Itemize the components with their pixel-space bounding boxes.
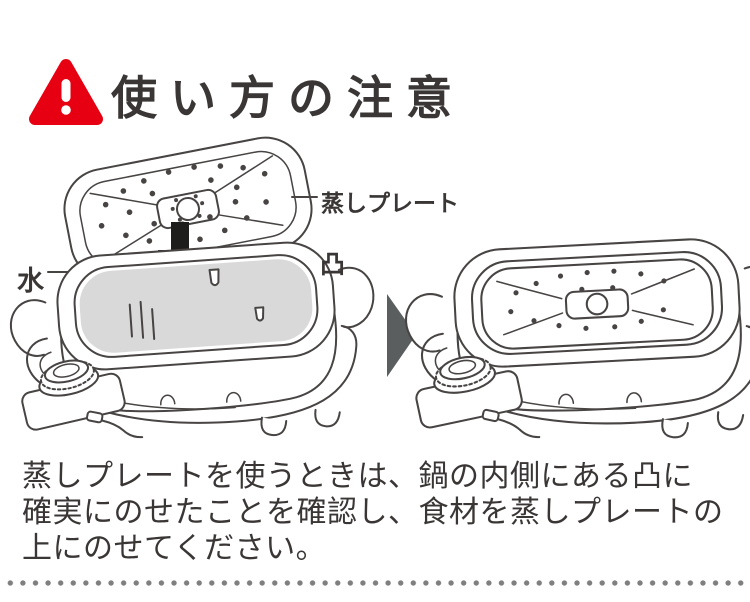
assembled-pot-illustration [401,233,750,463]
protrusion-label: 凸 [320,250,346,279]
right-arrow-icon [387,294,416,377]
caption-line-2: 確実にのせたことを確認し、食材を蒸しプレートの [22,495,724,530]
protrusion-pin [254,306,265,322]
steam-plate-holes [98,163,269,246]
caption-line-3: 上にのせてください。 [22,531,327,566]
steam-plate-inside [480,258,714,350]
pot-with-water-illustration [5,235,385,464]
protrusion-pin [208,268,220,287]
water-label: 水 [17,266,44,297]
caption-line-1: 蒸しプレートを使うときは、鍋の内側にある凸に [22,459,693,494]
water-surface [79,259,313,353]
dotted-divider [4,579,746,587]
warning-triangle-icon [29,59,103,125]
steam-plate-label: 蒸しプレート [321,191,459,217]
water-level-marks [128,300,156,340]
page-title: 使い方の注意 [111,71,465,125]
caption-text: 蒸しプレートを使うときは、鍋の内側にある凸に 確実にのせたことを確認し、食材を蒸… [22,459,738,567]
